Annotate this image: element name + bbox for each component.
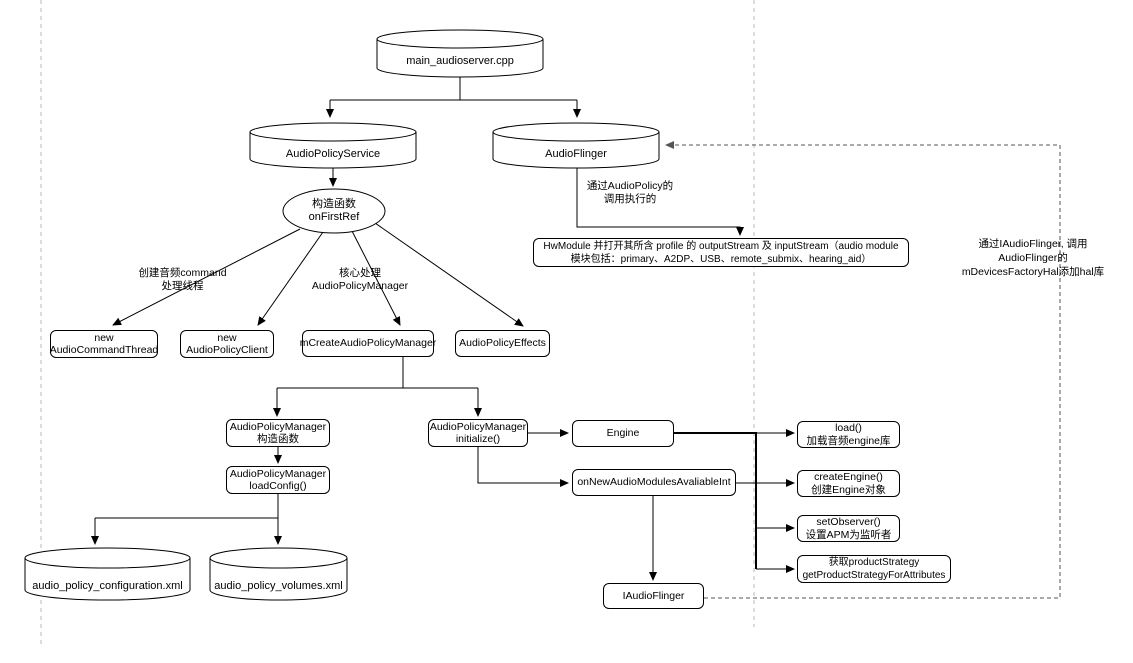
cylinder-label-config-xml[interactable]: audio_policy_configuration.xml (32, 579, 183, 592)
dashed-connector-iaudioflinger-to-audioflinger (665, 141, 1061, 599)
cylinder-label-audiopolicyservice[interactable]: AudioPolicyService (285, 147, 381, 160)
cylinder-label-volumes-xml[interactable]: audio_policy_volumes.xml (214, 579, 343, 592)
arrow-initialize-to-onnewmodules (477, 447, 569, 487)
arrow-onfirstref-to-commandthread (112, 228, 301, 326)
cylinder-label-audioflinger[interactable]: AudioFlinger (545, 147, 607, 160)
ellipse-onfirstref[interactable] (282, 188, 386, 234)
cylinder-audioflinger[interactable] (492, 122, 660, 169)
arrow-onfirstref-to-policyclient (257, 231, 324, 326)
box-load[interactable]: load() 加载音频engine库 (797, 421, 900, 448)
label-core-processing[interactable]: 核心处理 AudioPolicyManager (311, 266, 409, 293)
label-via-iaudioflinger[interactable]: 通过IAudioFlinger, 调用 AudioFlinger的 mDevic… (961, 238, 1105, 278)
box-audiopolicyeffects[interactable]: AudioPolicyEffects (455, 330, 550, 357)
box-apm-initialize[interactable]: AudioPolicyManager initialize() (428, 419, 528, 447)
box-createengine[interactable]: createEngine() 创建Engine对象 (797, 470, 900, 497)
cylinder-audio-policy-volumes-xml[interactable] (209, 547, 348, 601)
box-apm-constructor[interactable]: AudioPolicyManager 构造函数 (226, 419, 330, 447)
cylinder-audio-policy-configuration-xml[interactable] (24, 547, 191, 601)
cylinder-label-main-audioserver[interactable]: main_audioserver.cpp (406, 54, 514, 67)
ellipse-label-onfirstref[interactable]: 构造函数 onFirstRef (308, 198, 360, 223)
arrow-onfirstref-to-mcreateapm (351, 230, 401, 326)
box-engine[interactable]: Engine (572, 420, 674, 447)
label-create-command-thread[interactable]: 创建音频command 处理线程 (138, 266, 227, 293)
box-getproductstrategy[interactable]: 获取productStrategy getProductStrategyForA… (797, 555, 951, 583)
box-mcreateaudiopolicymanager[interactable]: mCreateAudioPolicyManager (300, 330, 436, 357)
box-hwmodule[interactable]: HwModule 并打开其所含 profile 的 outputStream 及… (533, 238, 909, 267)
cylinder-main-audioserver[interactable] (376, 29, 544, 78)
arrow-audioflinger-to-hwmodule (576, 168, 744, 236)
box-new-audiocommandthread[interactable]: new AudioCommandThread (49, 330, 159, 358)
label-via-audiopolicy[interactable]: 通过AudioPolicy的 调用执行的 (586, 179, 674, 206)
box-new-audiopolicyclient[interactable]: new AudioPolicyClient (180, 330, 274, 358)
connector-engine-trunk (674, 432, 757, 569)
cylinder-audiopolicyservice[interactable] (249, 122, 417, 169)
box-onnewaudiomodulesavaliableint[interactable]: onNewAudioModulesAvaliableInt (572, 469, 736, 496)
box-setobserver[interactable]: setObserver() 设置APM为监听者 (797, 515, 900, 542)
arrow-onfirstref-to-policyeffects (374, 222, 524, 327)
box-apm-loadconfig[interactable]: AudioPolicyManager loadConfig() (226, 466, 330, 494)
box-iaudioflinger[interactable]: IAudioFlinger (603, 583, 704, 609)
